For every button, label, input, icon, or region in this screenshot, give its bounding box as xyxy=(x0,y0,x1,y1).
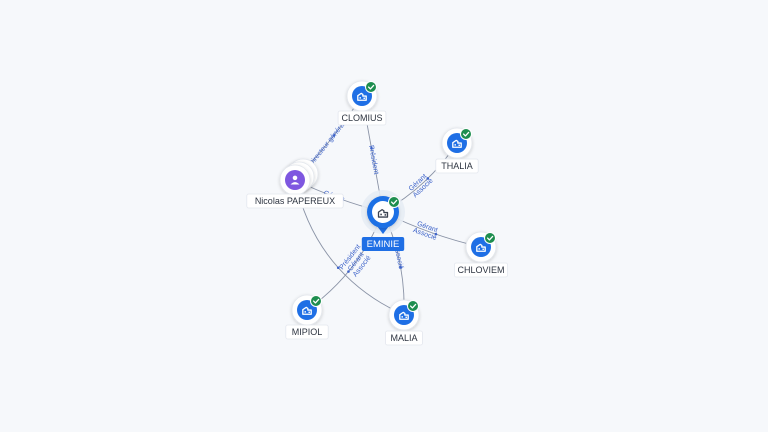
building-icon xyxy=(399,311,409,320)
edge-arrow-eminie-mipiol xyxy=(347,270,350,273)
node-label: THALIA xyxy=(435,158,479,174)
building-icon xyxy=(357,92,367,101)
building-icon xyxy=(302,306,312,315)
node-eminie[interactable]: EMINIE xyxy=(361,190,405,251)
label-box xyxy=(385,330,423,346)
edge-arrow-eminie-thalia xyxy=(426,177,430,180)
person-icon xyxy=(290,175,300,185)
center-label-box xyxy=(361,237,405,251)
check-badge-icon xyxy=(484,232,496,244)
edge-arrow-eminie-clomius xyxy=(370,146,373,150)
pin-tip xyxy=(377,226,389,234)
eminie-label: EMINIE xyxy=(367,239,400,250)
building-icon xyxy=(452,139,462,148)
building-icon xyxy=(377,208,389,218)
nicolas-label: Nicolas PAPEREUX xyxy=(255,196,335,206)
node-label: Nicolas PAPEREUX xyxy=(246,193,344,209)
node-malia[interactable]: MALIA xyxy=(385,299,423,346)
node-nicolas[interactable]: Nicolas PAPEREUX xyxy=(246,158,344,209)
edge-arrow-nicolas-clomius xyxy=(332,134,336,137)
edge-label: Directeur général xyxy=(308,121,347,168)
node-mipiol[interactable]: MIPIOL xyxy=(285,294,329,340)
malia-label: MALIA xyxy=(390,333,417,343)
node-label: MALIA xyxy=(385,330,423,346)
check-badge-icon xyxy=(310,295,322,307)
edge-arrow-eminie-chloviem xyxy=(434,232,438,236)
thalia-label: THALIA xyxy=(441,161,473,171)
node-chloviem[interactable]: CHLOVIEM xyxy=(453,231,508,278)
edge-label: Associé xyxy=(392,244,404,270)
mipiol-label: MIPIOL xyxy=(292,327,323,337)
node-label: EMINIE xyxy=(361,237,405,251)
check-badge-icon xyxy=(460,128,472,140)
edge-arrow-eminie-malia xyxy=(399,266,402,269)
chloviem-label: CHLOVIEM xyxy=(457,265,504,275)
edge-arrow-nicolas-malia xyxy=(336,266,340,270)
label-box xyxy=(337,110,387,126)
node-thalia[interactable]: THALIA xyxy=(435,127,479,174)
check-badge-icon xyxy=(388,196,400,208)
building-icon xyxy=(476,243,486,252)
node-label: CLOMIUS xyxy=(337,110,387,126)
check-badge-icon xyxy=(365,81,377,93)
node-clomius[interactable]: CLOMIUS xyxy=(337,80,387,126)
label-box xyxy=(435,158,479,174)
edge-label: Président xyxy=(367,145,379,175)
check-badge-icon xyxy=(407,300,419,312)
node-label: CHLOVIEM xyxy=(453,262,508,278)
node-label: MIPIOL xyxy=(285,324,329,340)
label-box xyxy=(285,324,329,340)
nodes-layer: CLOMIUS THALIA CHLOVIEM MALIA MIPIOL Nicolas … xyxy=(246,80,508,346)
label-box xyxy=(246,193,344,209)
clomius-label: CLOMIUS xyxy=(341,113,382,123)
label-box xyxy=(453,262,508,278)
